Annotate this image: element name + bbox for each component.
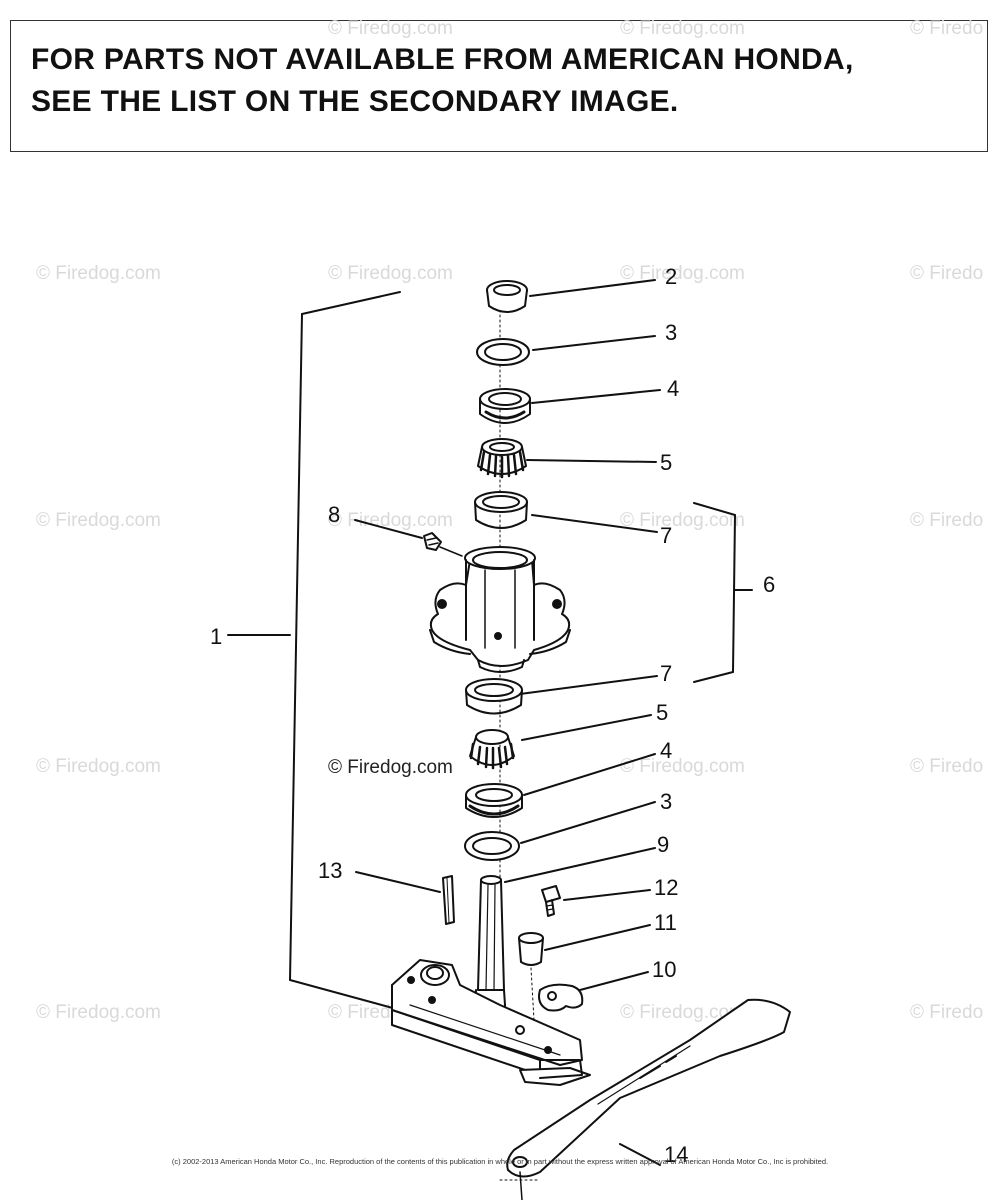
callout-5-lower: 5 (656, 700, 668, 725)
watermark: © Firedog.com (620, 510, 745, 531)
roller-bearing-part-5-lower (469, 729, 515, 770)
watermark: © Firedog.com (36, 756, 161, 777)
notice-line-1: FOR PARTS NOT AVAILABLE FROM AMERICAN HO… (31, 43, 854, 76)
callout-11: 11 (654, 910, 677, 935)
callout-14: 14 (664, 1142, 688, 1167)
callout-12: 12 (654, 875, 678, 900)
callout-3-upper: 3 (665, 320, 677, 345)
callout-4-lower: 4 (660, 738, 672, 763)
grease-fitting-part-8 (423, 532, 463, 557)
callout-numbers: 2 3 4 5 7 8 6 1 7 5 4 3 9 13 12 11 10 14 (210, 264, 775, 1167)
leader-2 (529, 279, 656, 297)
callout-10: 10 (652, 957, 676, 982)
bearing-race-part-7-upper (474, 491, 528, 529)
cap-part-2 (486, 280, 528, 313)
watermark: © Firedog.com (36, 510, 161, 531)
washer-plate-part-10 (538, 983, 584, 1012)
bearing-cup-part-4-upper (479, 388, 531, 424)
assembly-bracket-1 (289, 291, 401, 1011)
notice-line-2: SEE THE LIST ON THE SECONDARY IMAGE. (31, 85, 679, 118)
watermark: © Firedog.com (620, 18, 745, 39)
watermark: © Firedog.com (36, 1002, 161, 1023)
callout-3-lower: 3 (660, 789, 672, 814)
copyright-notice: (c) 2002-2013 American Honda Motor Co., … (171, 1157, 829, 1166)
blade-adapter-base (391, 959, 591, 1086)
watermark: © Firedog.com (328, 510, 453, 531)
spindle-housing (429, 546, 571, 673)
blade-part-14 (499, 998, 791, 1200)
key-part-13 (442, 875, 455, 925)
callout-13: 13 (318, 858, 342, 883)
seal-ring-part-3-lower (464, 831, 520, 861)
callout-7-lower: 7 (660, 661, 672, 686)
bolt-part-12 (541, 885, 561, 917)
watermark: © Firedog.com (620, 263, 745, 284)
callout-8: 8 (328, 502, 340, 527)
bearing-race-part-7-lower (465, 678, 523, 715)
watermark: © Firedog.com (328, 18, 453, 39)
roller-bearing-part-5-upper (477, 438, 527, 479)
watermark: © Firedog.com (620, 1002, 745, 1023)
watermark-partial: © Firedo (910, 756, 984, 777)
watermark-partial: © Firedo (910, 1002, 984, 1023)
seal-ring-part-3-upper (476, 338, 530, 366)
watermark: © Firedog.com (620, 756, 745, 777)
watermark: © Firedog.com (36, 263, 161, 284)
assembly-bracket-6 (693, 502, 753, 683)
callout-4-upper: 4 (667, 376, 679, 401)
watermark-center: © Firedog.com (328, 757, 453, 778)
watermark: © Firedog.com (328, 263, 453, 284)
bearing-cup-part-4-lower (465, 783, 523, 818)
callout-6: 6 (763, 572, 775, 597)
leader-lines (227, 279, 661, 1166)
callout-9: 9 (657, 832, 669, 857)
notice-box: FOR PARTS NOT AVAILABLE FROM AMERICAN HO… (10, 20, 988, 152)
watermark-partial: © Firedo (910, 263, 984, 284)
callout-1: 1 (210, 624, 222, 649)
watermark-partial: © Firedo (910, 18, 984, 39)
watermark-partial: © Firedo (910, 510, 984, 531)
spindle-shaft-part-9 (473, 875, 507, 1026)
callout-7-upper: 7 (660, 523, 672, 548)
sleeve-part-11 (518, 932, 544, 1021)
callout-5-upper: 5 (660, 450, 672, 475)
callout-2: 2 (665, 264, 677, 289)
